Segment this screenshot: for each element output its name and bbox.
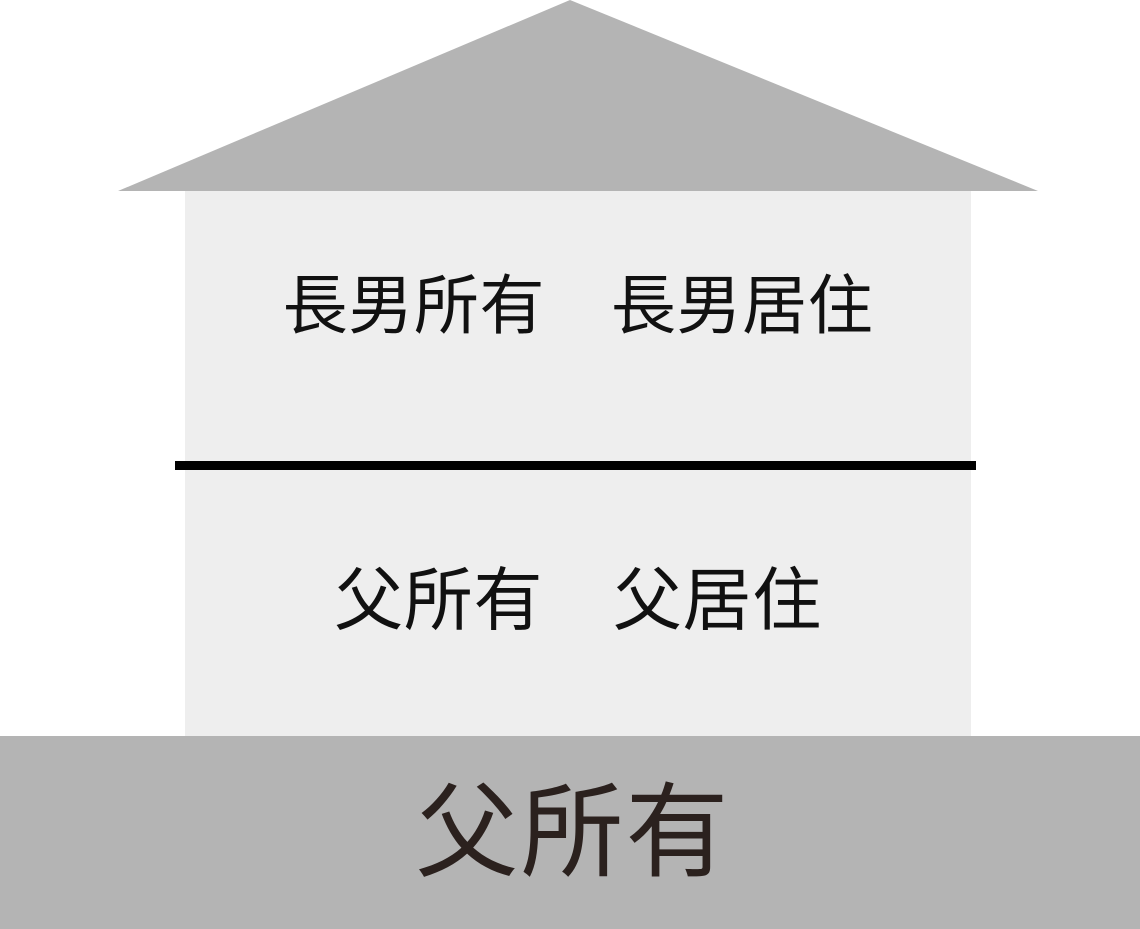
lower-floor-label: 父所有 父居住 [334,561,822,639]
floor-divider-line [175,461,976,470]
ground-band [0,736,1140,929]
ground-ownership-label: 父所有 [415,775,731,890]
upper-floor-label: 長男所有 長男居住 [282,268,874,342]
roof-icon [118,0,1038,191]
